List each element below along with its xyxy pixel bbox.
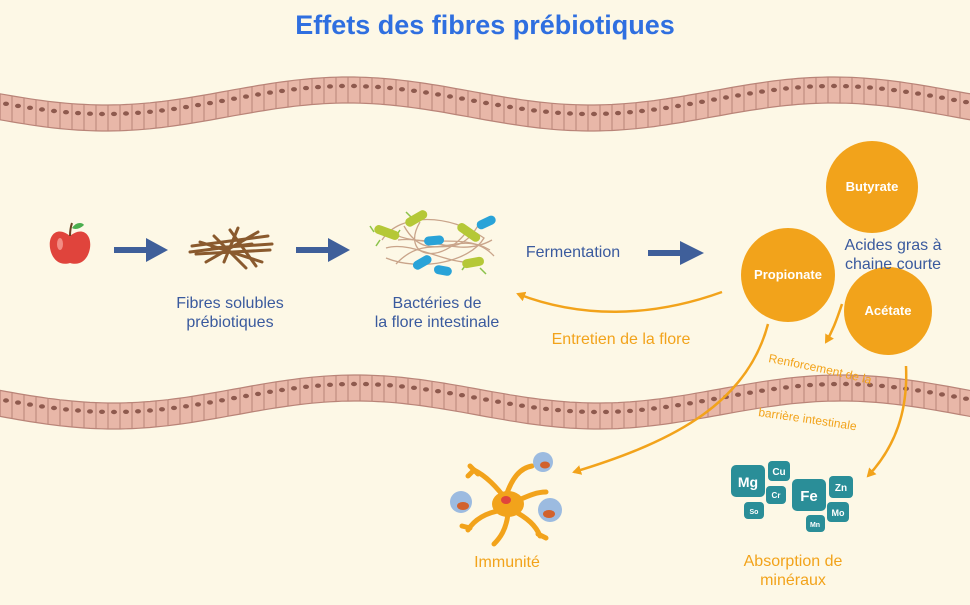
immunite-label: Immunité bbox=[474, 554, 540, 571]
mineral-mn-tile bbox=[806, 515, 825, 532]
mineral-mg: Mg bbox=[738, 474, 758, 490]
mineral-mn: Mn bbox=[810, 522, 820, 529]
mineral-fe-tile bbox=[792, 479, 826, 511]
renforcement-label-line2: barrière intestinale bbox=[758, 405, 858, 433]
mineral-cr-tile bbox=[766, 486, 786, 504]
mineral-cu-tile bbox=[768, 461, 790, 481]
pathogen-bubbles bbox=[450, 452, 562, 522]
page-title: Effets des fibres prébiotiques bbox=[295, 10, 675, 40]
propionate-label: Propionate bbox=[754, 267, 822, 282]
mineral-so: So bbox=[750, 509, 759, 516]
acetate-label: Acétate bbox=[865, 303, 912, 318]
acides-gras-label: Acides gras à chaine courte bbox=[844, 237, 942, 273]
mineral-zn-tile bbox=[829, 476, 853, 498]
absorption-label: Absorption de minéraux bbox=[743, 553, 843, 589]
intestinal-wall-top bbox=[0, 76, 970, 132]
intestinal-wall-bottom bbox=[0, 374, 970, 430]
mineral-fe: Fe bbox=[800, 488, 818, 505]
immune-cell-icon bbox=[450, 452, 562, 547]
arrow-entretien-flore bbox=[516, 290, 723, 313]
mineral-mg-tile bbox=[731, 465, 765, 497]
propionate-node: Propionate bbox=[741, 228, 835, 322]
minerals-icon: Mg Cu Cr So Fe Zn Mn Mo bbox=[731, 461, 853, 532]
arrow-to-immunite bbox=[572, 323, 770, 475]
bacteries-label: Bactéries de la flore intestinale bbox=[374, 295, 500, 331]
arrow-to-barriere bbox=[824, 303, 844, 344]
mineral-cu: Cu bbox=[772, 467, 785, 478]
bacteria-icon bbox=[369, 210, 496, 276]
mineral-mo: Mo bbox=[832, 508, 845, 518]
butyrate-node: Butyrate bbox=[826, 141, 918, 233]
mineral-so-tile bbox=[744, 502, 764, 519]
fibres-icon bbox=[188, 226, 274, 270]
arrow-to-absorption bbox=[866, 365, 908, 478]
mineral-cr: Cr bbox=[772, 491, 781, 500]
mineral-zn: Zn bbox=[835, 483, 847, 494]
arrow-fibres-to-bacteria bbox=[296, 238, 350, 262]
acetate-node: Acétate bbox=[844, 267, 932, 355]
arrow-apple-to-fibres bbox=[114, 238, 168, 262]
arrow-fermentation bbox=[648, 241, 704, 265]
mineral-mo-tile bbox=[827, 502, 849, 522]
fibres-label: Fibres solubles prébiotiques bbox=[176, 295, 284, 331]
apple-icon bbox=[49, 222, 91, 264]
entretien-label: Entretien de la flore bbox=[551, 331, 691, 348]
fermentation-label: Fermentation bbox=[525, 244, 621, 261]
butyrate-label: Butyrate bbox=[846, 179, 899, 194]
